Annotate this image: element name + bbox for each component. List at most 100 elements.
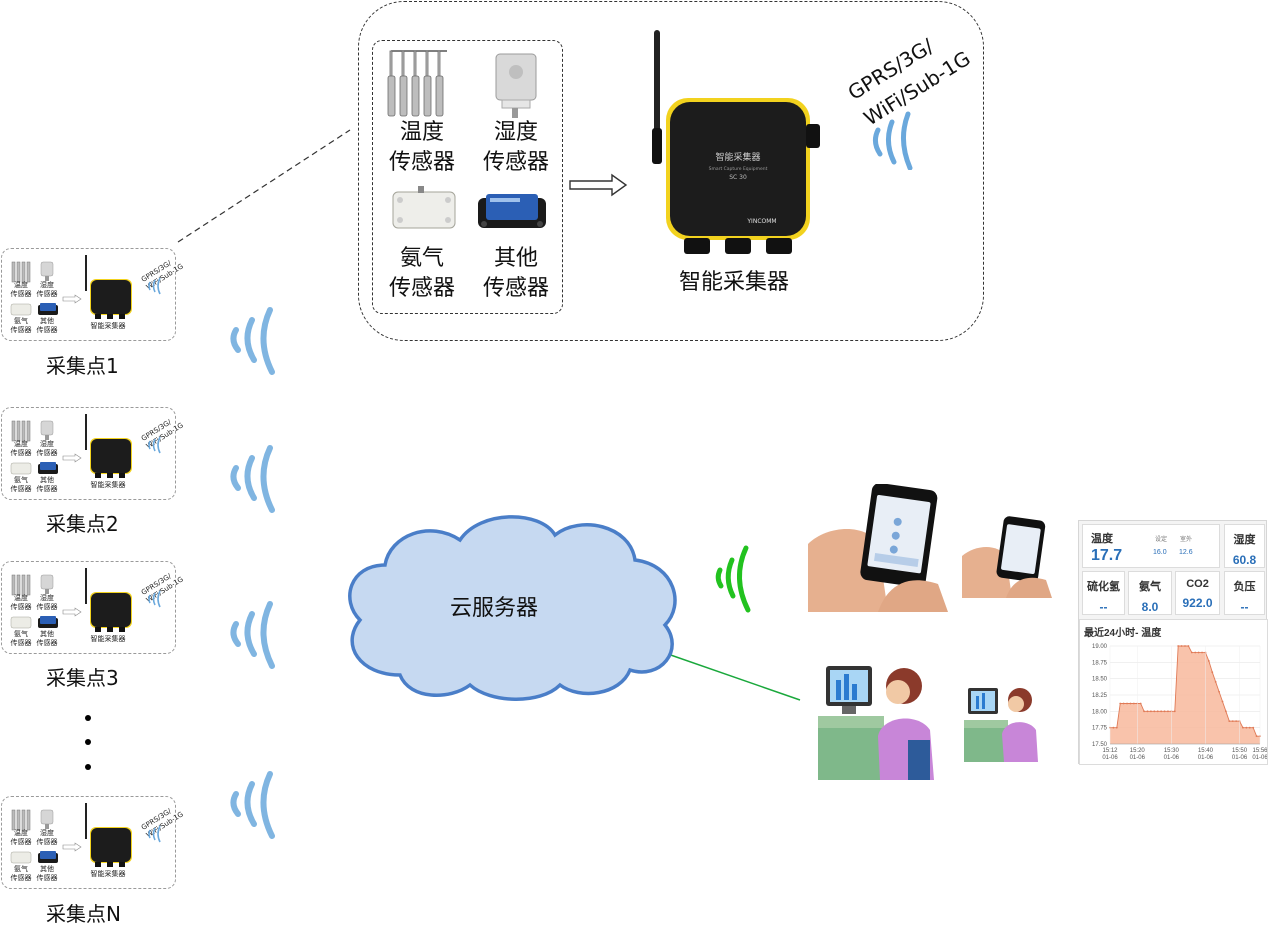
temperature-point: [1133, 703, 1135, 705]
x-tick-date: 01-06: [1102, 755, 1118, 761]
temperature-point: [1232, 720, 1234, 722]
mini-humidity-sensor-icon: [40, 574, 54, 594]
humidity-sensor-label: 湿度传感器: [471, 118, 561, 178]
outdoor-value: 12.6: [1179, 549, 1193, 556]
pressure-tile-value: --: [1225, 600, 1264, 614]
mini-collector-label: 智能采集器: [78, 869, 138, 879]
station-caption-n: 采集点N: [46, 898, 166, 927]
x-tick-date: 01-06: [1252, 755, 1267, 761]
smart-collector-label: 智能采集器: [654, 264, 814, 296]
temperature-point: [1194, 652, 1196, 654]
x-tick-time: 15:40: [1198, 748, 1214, 754]
cloud-server-label: 云服务器: [450, 590, 590, 622]
mini-signal-icon: [146, 277, 168, 295]
mini-ammonia-label: 氨气传感器: [8, 630, 34, 648]
other-sensor-label: 其他传感器: [471, 244, 561, 304]
x-tick-date: 01-06: [1130, 755, 1146, 761]
station-signal-icon-3: [228, 596, 298, 672]
temperature-point: [1208, 660, 1210, 662]
temperature-point: [1201, 652, 1203, 654]
temperature-point: [1225, 710, 1227, 712]
station-caption-1: 采集点1: [46, 350, 166, 379]
mini-ammonia-label: 氨气传感器: [8, 317, 34, 335]
mini-signal-icon: [146, 590, 168, 608]
mini-temperature-label: 温度传感器: [8, 440, 34, 458]
mini-collector-label: 智能采集器: [78, 321, 138, 331]
mini-ammonia-label: 氨气传感器: [8, 865, 34, 883]
mini-ammonia-sensor-icon: [10, 302, 32, 316]
mini-temperature-sensor-icon: [10, 809, 34, 831]
mini-collector-device: [82, 568, 136, 634]
temperature-point: [1249, 727, 1251, 729]
temperature-point: [1150, 710, 1152, 712]
temperature-point: [1140, 703, 1142, 705]
temperature-point: [1143, 710, 1145, 712]
device-name-text: 智能采集器: [715, 151, 760, 163]
mini-temperature-sensor-icon: [10, 261, 34, 283]
temperature-point: [1177, 645, 1179, 647]
h2s-tile[interactable]: 硫化氢 --: [1082, 571, 1125, 615]
mini-signal-icon: [146, 825, 168, 843]
ammonia-tile[interactable]: 氨气 8.0: [1128, 571, 1172, 615]
ellipsis-dots: [80, 710, 96, 776]
y-tick-label: 19.00: [1092, 644, 1108, 650]
co2-tile-value: 922.0: [1176, 596, 1219, 610]
detail-connector-line: [178, 130, 350, 242]
mini-arrow-icon: [62, 294, 82, 304]
temperature-point: [1245, 727, 1247, 729]
x-tick-time: 15:30: [1164, 748, 1180, 754]
station-caption-2: 采集点2: [46, 508, 166, 537]
temperature-point: [1116, 727, 1118, 729]
wireless-signal-icon: [868, 110, 938, 170]
humidity-tile-value: 60.8: [1225, 553, 1264, 567]
temperature-point: [1153, 710, 1155, 712]
temperature-point: [1198, 652, 1200, 654]
mini-ammonia-label: 氨气传感器: [8, 476, 34, 494]
temperature-point: [1157, 710, 1159, 712]
station-card-1: 温度传感器 湿度传感器 氨气传感器 其他传感器 智能采集器 GPRS/3G/Wi…: [1, 248, 176, 341]
hollow-arrow-icon: [568, 172, 628, 198]
y-tick-label: 18.50: [1092, 677, 1108, 683]
mini-humidity-sensor-icon: [40, 420, 54, 440]
temperature-point: [1123, 703, 1125, 705]
mini-humidity-label: 湿度传感器: [34, 594, 60, 612]
mini-humidity-label: 湿度传感器: [34, 829, 60, 847]
temperature-point: [1242, 727, 1244, 729]
humidity-tile[interactable]: 湿度 60.8: [1224, 524, 1265, 568]
station-signal-icon-n: [228, 766, 298, 842]
mini-other-sensor-icon: [37, 850, 59, 864]
mini-temperature-sensor-icon: [10, 420, 34, 442]
device-sub-text: Smart Capture Equipment: [709, 166, 768, 172]
mini-arrow-icon: [62, 607, 82, 617]
station-signal-icon-1: [228, 302, 298, 378]
station-card-n: 温度传感器 湿度传感器 氨气传感器 其他传感器 智能采集器 GPRS/3G/Wi…: [1, 796, 176, 889]
pressure-tile[interactable]: 负压 --: [1224, 571, 1265, 615]
ammonia-sensor-icon: [390, 186, 458, 236]
temperature-point: [1126, 703, 1128, 705]
mini-other-label: 其他传感器: [34, 630, 60, 648]
user-at-computer-large: [818, 660, 936, 780]
co2-tile[interactable]: CO2 922.0: [1175, 571, 1220, 615]
mini-other-label: 其他传感器: [34, 865, 60, 883]
mini-humidity-label: 湿度传感器: [34, 281, 60, 299]
ammonia-tile-name: 氨气: [1129, 578, 1171, 594]
temperature-tile-name: 温度: [1091, 530, 1113, 546]
green-signal-icon: [712, 544, 766, 614]
y-tick-label: 18.25: [1092, 693, 1108, 699]
mini-arrow-icon: [62, 842, 82, 852]
temperature-point: [1119, 703, 1121, 705]
station-caption-3: 采集点3: [46, 662, 166, 691]
mini-ammonia-sensor-icon: [10, 850, 32, 864]
outdoor-label: 室外: [1180, 534, 1192, 543]
temperature-tile[interactable]: 温度 17.7 设定 16.0 室外 12.6: [1082, 524, 1220, 568]
user-at-computer-small: [964, 684, 1040, 762]
smartphone-in-hand-small: [962, 516, 1052, 598]
temperature-point: [1160, 710, 1162, 712]
temperature-point: [1130, 703, 1132, 705]
station-card-2: 温度传感器 湿度传感器 氨气传感器 其他传感器 智能采集器 GPRS/3G/Wi…: [1, 407, 176, 500]
mini-temperature-label: 温度传感器: [8, 829, 34, 847]
mini-collector-device: [82, 803, 136, 869]
temperature-point: [1167, 710, 1169, 712]
temperature-point: [1235, 720, 1237, 722]
